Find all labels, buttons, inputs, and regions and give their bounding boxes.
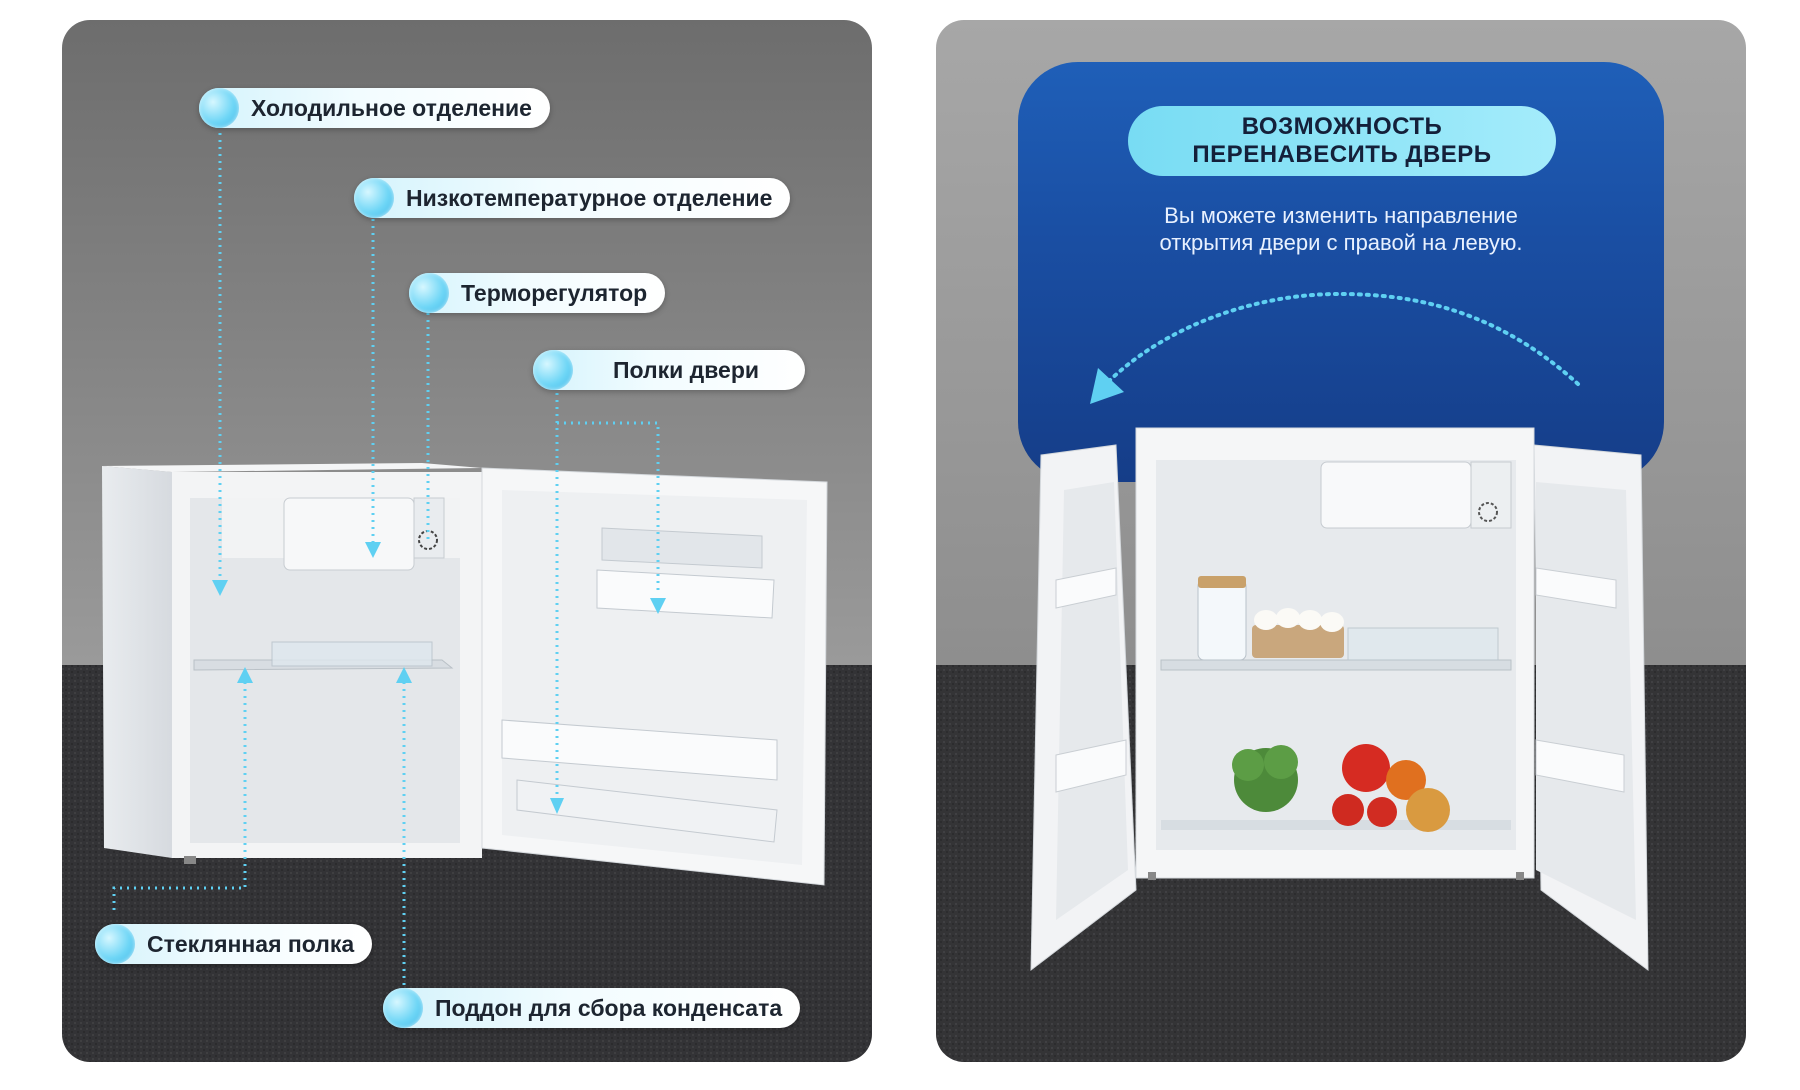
bullet-dot-icon bbox=[533, 350, 573, 390]
label-condensate-tray: Поддон для сбора конденсата bbox=[383, 988, 801, 1028]
fridge-features-illustration bbox=[62, 20, 872, 1062]
feature-banner: ВОЗМОЖНОСТЬ ПЕРЕНАВЕСИТЬ ДВЕРЬ Вы можете… bbox=[1018, 62, 1664, 482]
bullet-dot-icon bbox=[354, 178, 394, 218]
bullet-dot-icon bbox=[409, 273, 449, 313]
label-thermostat: Терморегулятор bbox=[409, 273, 666, 313]
fridge-features-panel: Холодильное отделение Низкотемпературное… bbox=[62, 20, 872, 1062]
door-reversal-panel: ВОЗМОЖНОСТЬ ПЕРЕНАВЕСИТЬ ДВЕРЬ Вы можете… bbox=[936, 20, 1746, 1062]
open-fridge-with-food bbox=[1030, 427, 1649, 972]
label-door-shelves: Полки двери bbox=[533, 350, 805, 390]
label-glass-shelf: Стеклянная полка bbox=[95, 924, 373, 964]
mini-fridge bbox=[102, 463, 828, 886]
headline-line-2: ПЕРЕНАВЕСИТЬ ДВЕРЬ bbox=[1192, 141, 1492, 168]
feature-description: Вы можете изменить направление открытия … bbox=[1159, 203, 1523, 255]
headline-line-1: ВОЗМОЖНОСТЬ bbox=[1241, 113, 1443, 140]
guide-arrows bbox=[212, 542, 666, 814]
bullet-dot-icon bbox=[383, 988, 423, 1028]
guide-lines bbox=[112, 126, 660, 985]
headline-pill: ВОЗМОЖНОСТЬ ПЕРЕНАВЕСИТЬ ДВЕРЬ bbox=[1128, 106, 1556, 176]
label-low-temp-compartment: Низкотемпературное отделение bbox=[354, 178, 791, 218]
label-fridge-compartment: Холодильное отделение bbox=[199, 88, 550, 128]
curved-arrow-icon bbox=[1090, 291, 1580, 404]
bullet-dot-icon bbox=[95, 924, 135, 964]
bullet-dot-icon bbox=[199, 88, 239, 128]
